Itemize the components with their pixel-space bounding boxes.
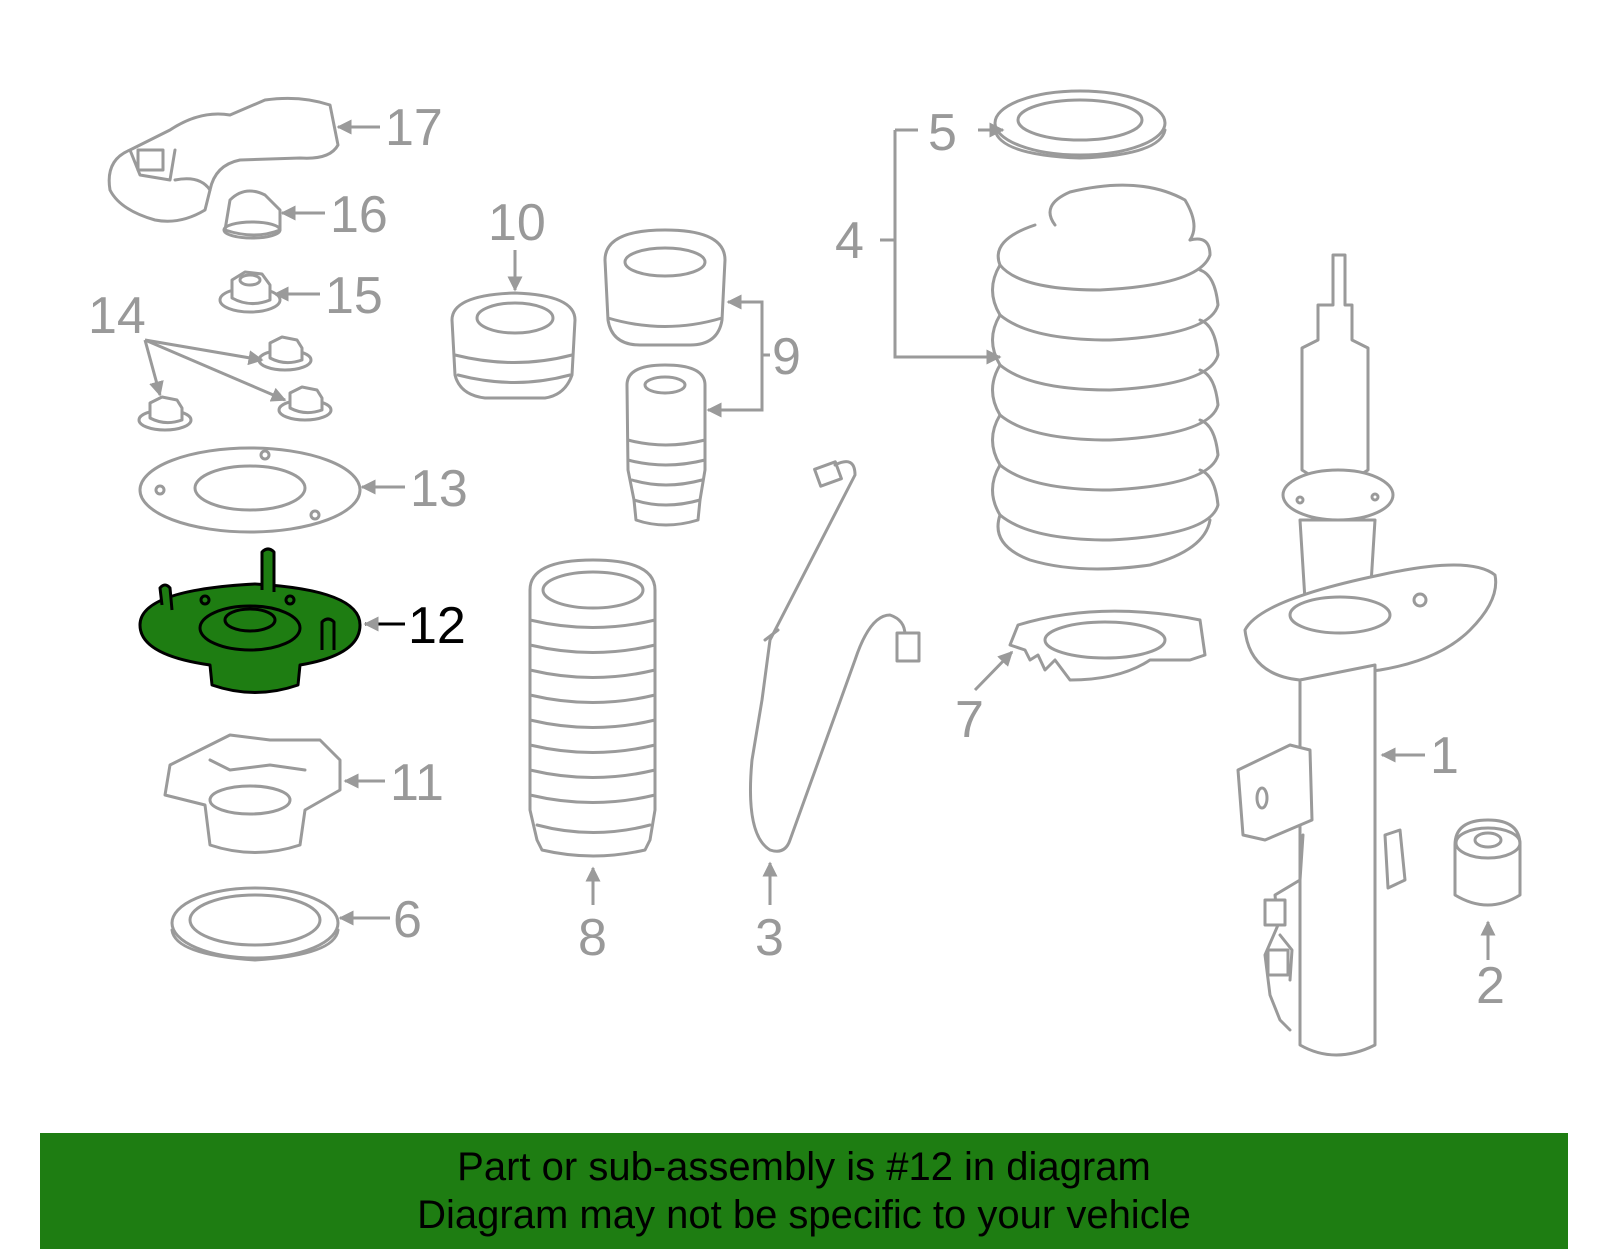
callout-1: 1 xyxy=(1430,727,1459,785)
part-17-bracket xyxy=(107,96,340,223)
part-5-isolator xyxy=(993,89,1167,160)
part-12-strut-mount xyxy=(138,547,362,694)
callout-11: 11 xyxy=(390,754,444,812)
callout-13: 13 xyxy=(410,460,468,518)
callout-6: 6 xyxy=(393,891,422,949)
callout-14: 14 xyxy=(88,287,146,345)
part-4-coil-spring xyxy=(991,183,1220,571)
callout-15: 15 xyxy=(325,267,383,325)
callout-12: 12 xyxy=(408,597,466,655)
callout-16: 16 xyxy=(330,186,388,244)
callout-10: 10 xyxy=(488,194,546,252)
part-11-spring-seat xyxy=(163,733,342,854)
callout-17: 17 xyxy=(385,99,443,157)
callout-2: 2 xyxy=(1476,957,1505,1015)
banner-line-disclaimer: Diagram may not be specific to your vehi… xyxy=(417,1193,1191,1237)
part-16-cap xyxy=(222,189,282,240)
part-10-bumper xyxy=(450,291,577,400)
info-banner: Part or sub-assembly is #12 in diagram D… xyxy=(40,1133,1568,1249)
part-2-bushing xyxy=(1453,818,1522,907)
part-7-lower-insulator xyxy=(1008,609,1207,682)
callout-8: 8 xyxy=(578,909,607,967)
part-1-strut-assembly xyxy=(1236,253,1498,1057)
callout-7: 7 xyxy=(955,691,984,749)
part-13-gasket xyxy=(138,446,362,534)
part-9-jounce-bumper xyxy=(603,228,727,527)
part-15-nut xyxy=(218,270,282,314)
callout-4: 4 xyxy=(835,212,864,270)
banner-line-part: Part or sub-assembly is #12 in diagram xyxy=(457,1145,1151,1189)
part-14-nuts xyxy=(137,335,333,432)
callout-9: 9 xyxy=(772,328,801,386)
callout-3: 3 xyxy=(755,909,784,967)
part-3-sensor-wire xyxy=(749,460,921,853)
callout-5: 5 xyxy=(928,104,957,162)
part-6-ring xyxy=(170,886,340,962)
part-8-dust-boot xyxy=(528,558,657,858)
